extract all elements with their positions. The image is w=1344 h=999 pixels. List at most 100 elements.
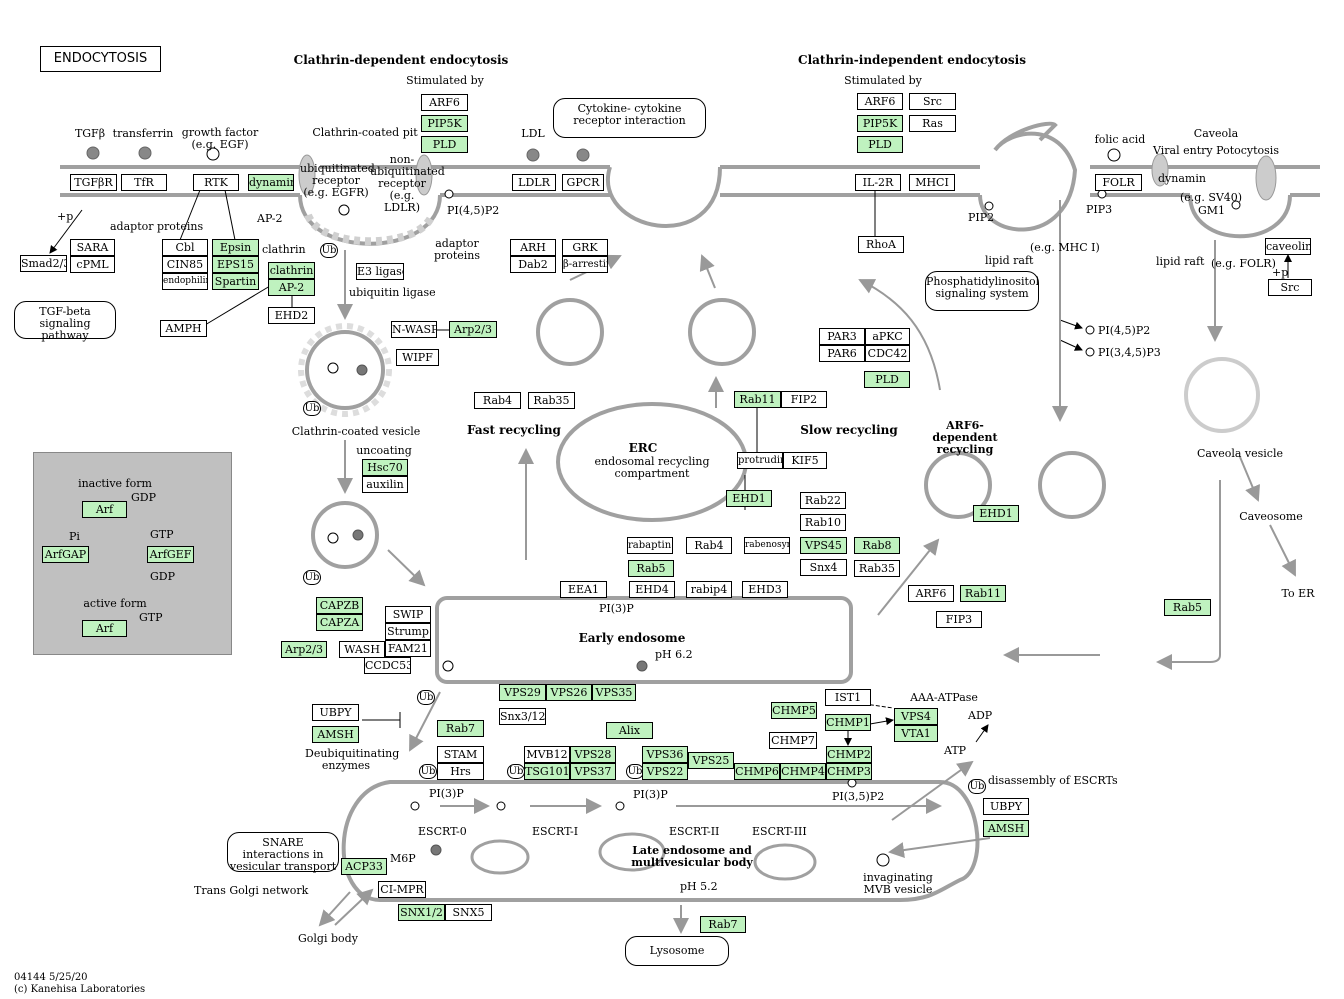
gene-ap2[interactable]: AP-2 [268,279,315,296]
gene-chmp6[interactable]: CHMP6 [734,763,780,780]
gene-pld[interactable]: PLD [421,136,468,153]
gene-n-wasp[interactable]: N-WASP [391,321,437,338]
gene-rab35[interactable]: Rab35 [528,392,575,409]
gene-pip5k[interactable]: PIP5K [421,115,468,132]
gene-protrudin[interactable]: protrudin [737,452,783,469]
gene-par6[interactable]: PAR6 [819,345,865,362]
gene-stam[interactable]: STAM [437,746,484,763]
gene-chmp1[interactable]: CHMP1 [825,714,871,731]
gene-eps15[interactable]: EPS15 [212,256,259,273]
gene-ubpy[interactable]: UBPY [983,798,1029,815]
gene-rab4[interactable]: Rab4 [474,392,521,409]
gene-rab10[interactable]: Rab10 [800,514,846,531]
gene-pld[interactable]: PLD [864,371,910,388]
gene-tsg101[interactable]: TSG101 [524,763,570,780]
phosphatidylinositol-link[interactable]: Phosphatidylinositol signaling system [925,271,1039,311]
gene-hrs[interactable]: Hrs [437,763,484,780]
gene-wipf[interactable]: WIPF [396,349,439,366]
gene-pip5k[interactable]: PIP5K [857,115,903,132]
lysosome-link[interactable]: Lysosome [625,936,729,966]
gene-e3-ligase[interactable]: E3 ligase [356,263,404,280]
gene-amsh[interactable]: AMSH [312,726,359,743]
gene-rabaptin5[interactable]: rabaptin5 [627,537,673,554]
gene-vps37[interactable]: VPS37 [570,763,616,780]
gene-wash[interactable]: WASH [339,641,385,658]
gene-swip[interactable]: SWIP [385,606,431,623]
gene-snx5[interactable]: SNX5 [445,904,492,921]
gene-ccdc53[interactable]: CCDC53 [364,657,411,674]
cytokine-receptor-link[interactable]: Cytokine- cytokine receptor interaction [553,98,706,138]
gene-rab7[interactable]: Rab7 [700,916,746,933]
gene-arf6[interactable]: ARF6 [421,94,468,111]
gene-rab11[interactable]: Rab11 [734,391,781,408]
gene-endophilin[interactable]: endophilin [162,273,208,290]
gene-il2r[interactable]: IL-2R [855,174,901,191]
gene-ehd1[interactable]: EHD1 [973,505,1019,522]
gene-vps4[interactable]: VPS4 [894,708,938,725]
gene-vps26[interactable]: VPS26 [546,684,592,701]
gene-ci-mpr[interactable]: CI-MPR [378,881,426,898]
gene-smad23[interactable]: Smad2/3 [20,255,67,272]
gene-arp23[interactable]: Arp2/3 [449,321,497,338]
gene-rab35[interactable]: Rab35 [854,560,900,577]
gene-gpcr[interactable]: GPCR [562,174,604,191]
gene-ehd4[interactable]: EHD4 [629,581,675,598]
gene-vps35[interactable]: VPS35 [592,684,636,701]
gene-ehd3[interactable]: EHD3 [742,581,788,598]
gene-vps28[interactable]: VPS28 [570,746,616,763]
gene-rab8[interactable]: Rab8 [854,537,900,554]
gene-sara[interactable]: SARA [70,239,115,256]
gene-tfr[interactable]: TfR [121,174,167,191]
gene-rab7[interactable]: Rab7 [437,720,484,737]
gene-chmp7[interactable]: CHMP7 [769,732,817,749]
gene-arf-inactive[interactable]: Arf [82,501,127,518]
gene-vps29[interactable]: VPS29 [499,684,546,701]
gene-arfgef[interactable]: ArfGEF [147,546,194,563]
gene-rtk[interactable]: RTK [193,174,239,191]
gene-arh[interactable]: ARH [510,239,556,256]
gene-rab11[interactable]: Rab11 [960,585,1006,602]
gene-vps45[interactable]: VPS45 [800,537,847,554]
gene-fip2[interactable]: FIP2 [781,391,827,408]
gene-acp33[interactable]: ACP33 [341,858,387,875]
gene-capza[interactable]: CAPZA [316,614,363,631]
gene-vps25[interactable]: VPS25 [688,752,734,769]
gene-mhci[interactable]: MHCI [909,174,955,191]
gene-arf6[interactable]: ARF6 [908,585,954,602]
gene-chmp2[interactable]: CHMP2 [826,746,872,763]
gene-vta1[interactable]: VTA1 [894,725,938,742]
gene-cdc42[interactable]: CDC42 [865,345,910,362]
gene-snx4[interactable]: Snx4 [800,559,847,576]
gene-vps36[interactable]: VPS36 [642,746,688,763]
gene-rab22[interactable]: Rab22 [800,492,846,509]
gene-ras[interactable]: Ras [909,115,956,132]
gene-rabenosyn5[interactable]: rabenosyn5 [744,537,790,554]
gene-dynamin[interactable]: dynamin [248,174,294,191]
gene-amsh[interactable]: AMSH [983,820,1029,837]
gene-pld[interactable]: PLD [857,136,903,153]
gene-ehd1[interactable]: EHD1 [726,490,772,507]
gene-chmp3[interactable]: CHMP3 [826,763,872,780]
gene-cpml[interactable]: cPML [70,256,115,273]
gene-epsin[interactable]: Epsin [212,239,259,256]
gene-cin85[interactable]: CIN85 [162,256,208,273]
gene-folr[interactable]: FOLR [1095,174,1142,191]
gene-cbl[interactable]: Cbl [162,239,208,256]
gene-par3[interactable]: PAR3 [819,328,865,345]
gene-rab4[interactable]: Rab4 [686,537,732,554]
gene-arfgap[interactable]: ArfGAP [42,546,89,563]
gene-auxilin[interactable]: auxilin [362,476,408,493]
gene-caveolin[interactable]: caveolin [1265,238,1311,255]
gene-snx312[interactable]: Snx3/12 [499,708,546,725]
gene-alix[interactable]: Alix [606,722,653,739]
gene-spartin[interactable]: Spartin [212,273,259,290]
gene-kif5[interactable]: KIF5 [783,452,827,469]
gene-chmp5[interactable]: CHMP5 [771,702,817,719]
gene-apkc[interactable]: aPKC [865,328,910,345]
gene-fip3[interactable]: FIP3 [936,611,982,628]
gene-hsc70[interactable]: Hsc70 [362,459,408,476]
gene-rabip4[interactable]: rabip4 [686,581,732,598]
gene-arf-active[interactable]: Arf [82,620,127,637]
gene-dab2[interactable]: Dab2 [510,256,556,273]
snare-interactions-link[interactable]: SNARE interactions in vesicular transpor… [227,832,339,873]
